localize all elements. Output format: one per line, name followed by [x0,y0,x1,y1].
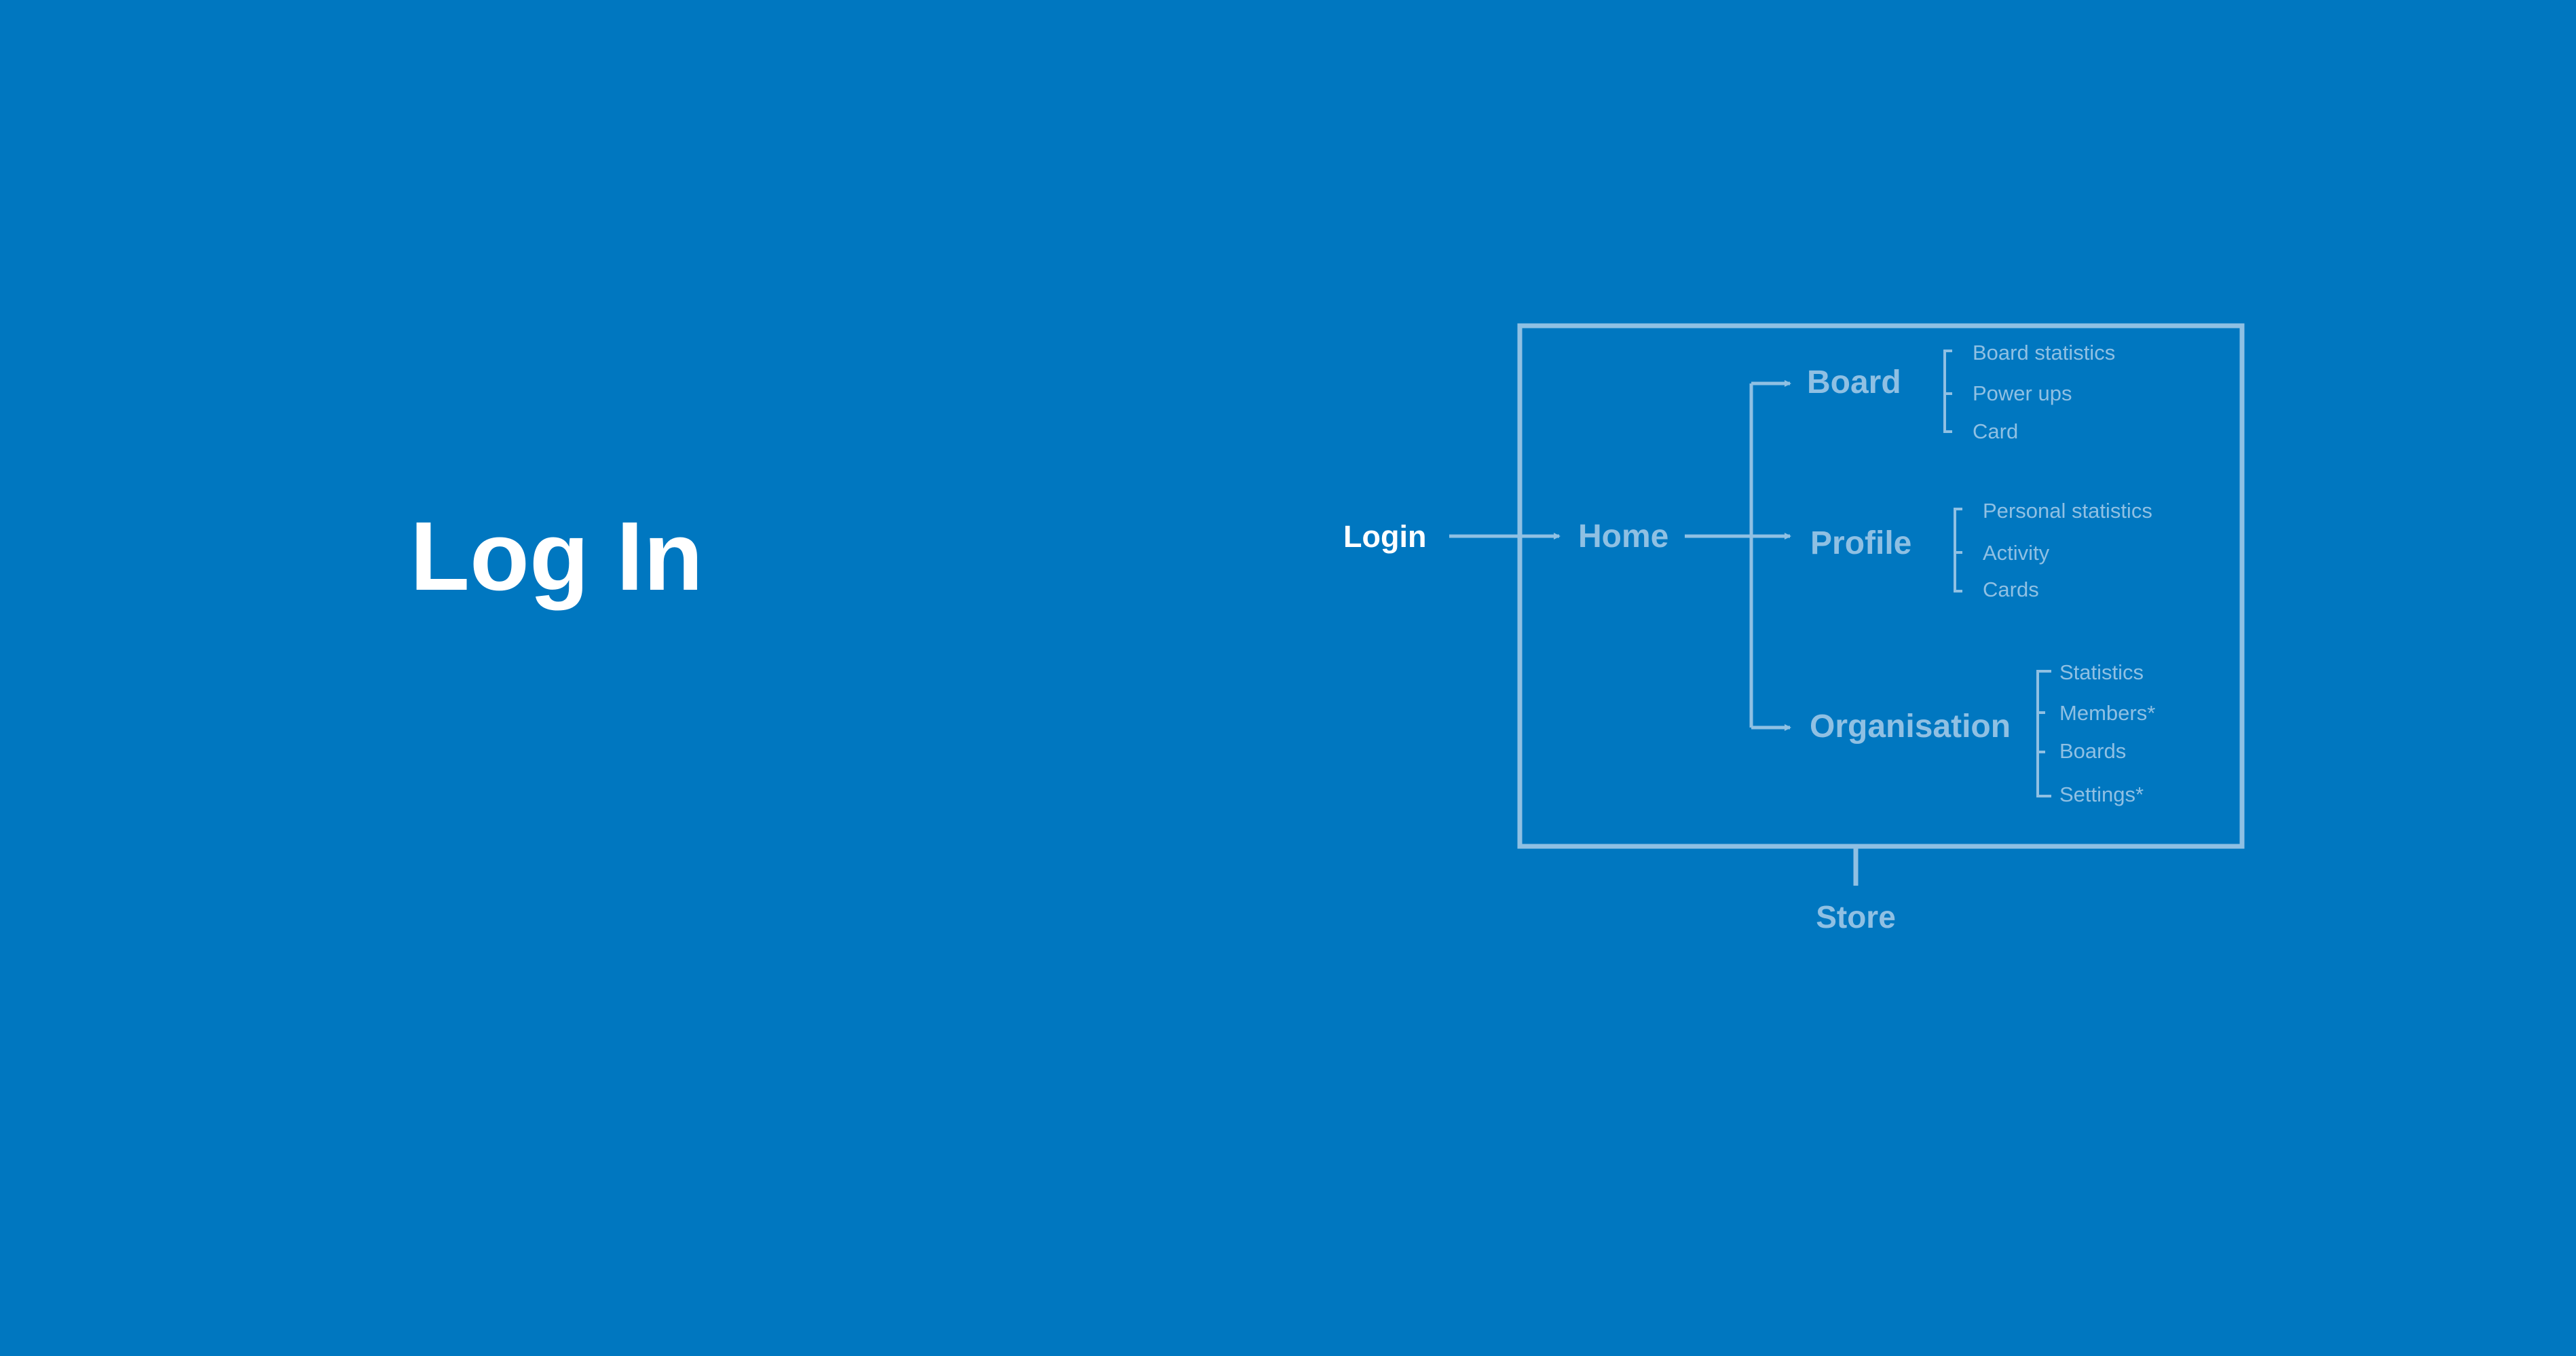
home-node: Home [1578,519,1668,554]
subitem-personal-statistics: Personal statistics [1983,499,2152,523]
page-title: Log In [410,502,703,611]
store-label: Store [1816,899,1896,935]
login-node: Login [1343,519,1426,554]
subitem-settings: Settings* [2059,783,2144,806]
section-organisation: Organisation Statistics Members* Boards … [1810,660,2155,806]
subitem-statistics: Statistics [2059,660,2144,684]
section-label-organisation: Organisation [1810,709,2011,745]
section-profile: Profile Personal statistics Activity Car… [1810,499,2152,601]
subitem-bracket [1954,508,1962,592]
subitem-cards: Cards [1983,578,2039,601]
section-label-board: Board [1807,364,1901,400]
subitem-card: Card [1973,419,2018,443]
subitem-boards: Boards [2059,739,2126,763]
subitem-bracket [1943,350,1952,433]
subitem-power-ups: Power ups [1973,381,2072,405]
section-label-profile: Profile [1810,525,1911,561]
store-container-box [1517,323,2245,849]
subitem-activity: Activity [1983,541,2050,565]
section-board: Board Board statistics Power ups Card [1807,341,2115,443]
subitem-board-statistics: Board statistics [1973,341,2115,364]
subitem-members: Members* [2059,701,2155,725]
subitem-bracket [2036,670,2051,797]
